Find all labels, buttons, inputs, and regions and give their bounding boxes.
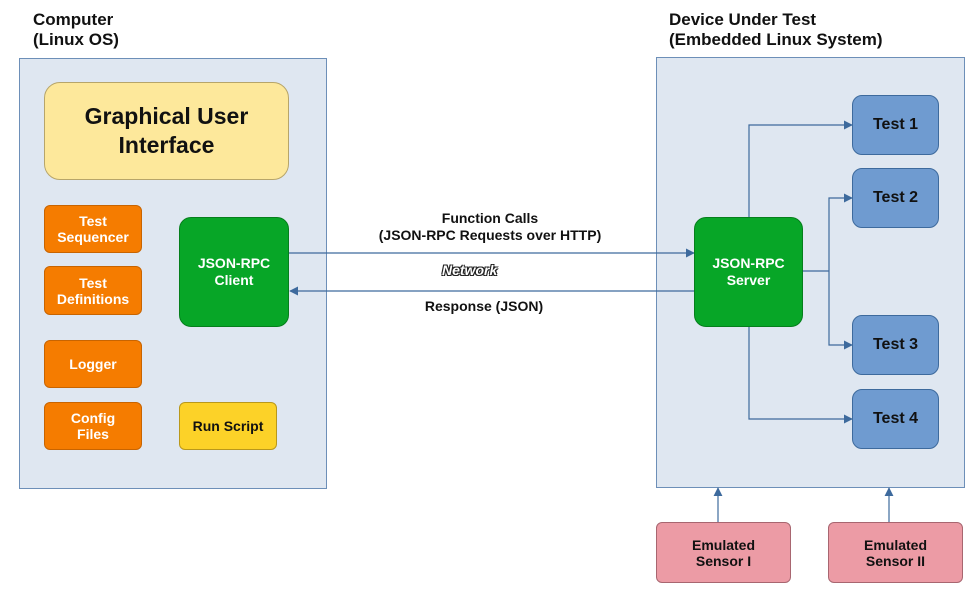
test-4-box: Test 4	[852, 389, 939, 449]
emulated-sensor-2-box: Emulated Sensor II	[828, 522, 963, 583]
run-script-box: Run Script	[179, 402, 277, 450]
config-files-box: Config Files	[44, 402, 142, 450]
connector-test-2	[828, 193, 853, 271]
logger-box: Logger	[44, 340, 142, 388]
test-3-box: Test 3	[852, 315, 939, 375]
json-rpc-client-box: JSON-RPC Client	[179, 217, 289, 327]
json-rpc-server-box: JSON-RPC Server	[694, 217, 803, 327]
connector-test-4	[748, 327, 853, 424]
test-definitions-box: Test Definitions	[44, 266, 142, 315]
emulated-sensor-1-box: Emulated Sensor I	[656, 522, 791, 583]
test-sequencer-box: Test Sequencer	[44, 205, 142, 253]
test-2-box: Test 2	[852, 168, 939, 228]
response-label: Response (JSON)	[424, 298, 544, 314]
connector-test-1	[748, 120, 853, 217]
connector-test-3	[828, 271, 853, 350]
gui-box: Graphical User Interface	[44, 82, 289, 180]
computer-title: Computer (Linux OS)	[33, 10, 119, 49]
test-1-box: Test 1	[852, 95, 939, 155]
network-label: Network	[442, 262, 498, 278]
request-label: Function Calls (JSON-RPC Requests over H…	[378, 210, 602, 243]
device-title: Device Under Test (Embedded Linux System…	[669, 10, 883, 49]
